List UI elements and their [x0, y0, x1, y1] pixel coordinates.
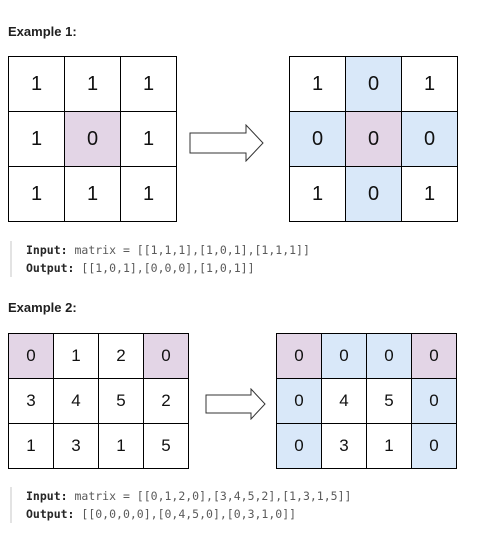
- grid-cell: 1: [121, 57, 177, 112]
- arrow-right-outline-icon: [205, 388, 266, 420]
- grid-cell: 1: [9, 424, 54, 469]
- example1-code-block: Input: matrix = [[1,1,1],[1,0,1],[1,1,1]…: [10, 241, 310, 277]
- grid-cell-zeroed: 0: [412, 379, 457, 424]
- grid-cell: 1: [402, 57, 458, 112]
- grid-cell-zero: 0: [65, 112, 121, 167]
- output-label: Output:: [26, 507, 75, 521]
- grid-cell-zeroed: 0: [322, 334, 367, 379]
- arrow-right-outline-icon: [189, 124, 264, 162]
- grid-cell: 1: [367, 424, 412, 469]
- grid-cell-zeroed: 0: [346, 57, 402, 112]
- grid-cell: 1: [9, 112, 65, 167]
- grid-cell: 1: [290, 57, 346, 112]
- grid-cell: 1: [65, 57, 121, 112]
- grid-cell-zero: 0: [346, 112, 402, 167]
- example1-output-grid: 1 0 1 0 0 0 1 0 1: [289, 56, 458, 222]
- output-label: Output:: [26, 261, 75, 275]
- grid-cell: 3: [9, 379, 54, 424]
- grid-cell: 4: [54, 379, 99, 424]
- grid-cell: 1: [99, 424, 144, 469]
- input-value: matrix = [[0,1,2,0],[3,4,5,2],[1,3,1,5]]: [74, 489, 352, 503]
- grid-cell: 1: [402, 167, 458, 222]
- grid-cell: 1: [9, 57, 65, 112]
- grid-cell: 1: [121, 112, 177, 167]
- grid-cell-zeroed: 0: [290, 112, 346, 167]
- input-label: Input:: [26, 243, 68, 257]
- grid-cell-zero: 0: [277, 334, 322, 379]
- output-value: [[0,0,0,0],[0,4,5,0],[0,3,1,0]]: [81, 507, 297, 521]
- example1-input-line: Input: matrix = [[1,1,1],[1,0,1],[1,1,1]…: [26, 241, 310, 259]
- grid-cell: 2: [144, 379, 189, 424]
- example1-input-grid: 1 1 1 1 0 1 1 1 1: [8, 56, 177, 222]
- grid-cell: 1: [54, 334, 99, 379]
- input-value: matrix = [[1,1,1],[1,0,1],[1,1,1]]: [74, 243, 310, 257]
- grid-cell-zeroed: 0: [277, 424, 322, 469]
- example1-heading: Example 1:: [8, 24, 77, 39]
- grid-cell-zero: 0: [412, 334, 457, 379]
- grid-cell: 4: [322, 379, 367, 424]
- grid-cell: 1: [65, 167, 121, 222]
- grid-cell: 3: [322, 424, 367, 469]
- grid-cell: 5: [144, 424, 189, 469]
- grid-cell-zeroed: 0: [402, 112, 458, 167]
- grid-cell-zero: 0: [144, 334, 189, 379]
- grid-cell: 2: [99, 334, 144, 379]
- example1-output-line: Output: [[1,0,1],[0,0,0],[1,0,1]]: [26, 259, 310, 277]
- grid-cell-zero: 0: [9, 334, 54, 379]
- grid-cell: 1: [121, 167, 177, 222]
- example2-output-grid: 0 0 0 0 0 4 5 0 0 3 1 0: [276, 333, 457, 469]
- grid-cell-zeroed: 0: [367, 334, 412, 379]
- input-label: Input:: [26, 489, 68, 503]
- grid-cell: 1: [9, 167, 65, 222]
- example2-input-line: Input: matrix = [[0,1,2,0],[3,4,5,2],[1,…: [26, 487, 351, 505]
- grid-cell: 5: [367, 379, 412, 424]
- output-value: [[1,0,1],[0,0,0],[1,0,1]]: [81, 261, 255, 275]
- example2-heading: Example 2:: [8, 300, 77, 315]
- grid-cell-zeroed: 0: [277, 379, 322, 424]
- grid-cell-zeroed: 0: [346, 167, 402, 222]
- grid-cell-zeroed: 0: [412, 424, 457, 469]
- grid-cell: 5: [99, 379, 144, 424]
- example2-code-block: Input: matrix = [[0,1,2,0],[3,4,5,2],[1,…: [10, 487, 351, 523]
- grid-cell: 1: [290, 167, 346, 222]
- example2-output-line: Output: [[0,0,0,0],[0,4,5,0],[0,3,1,0]]: [26, 505, 351, 523]
- example2-input-grid: 0 1 2 0 3 4 5 2 1 3 1 5: [8, 333, 189, 469]
- grid-cell: 3: [54, 424, 99, 469]
